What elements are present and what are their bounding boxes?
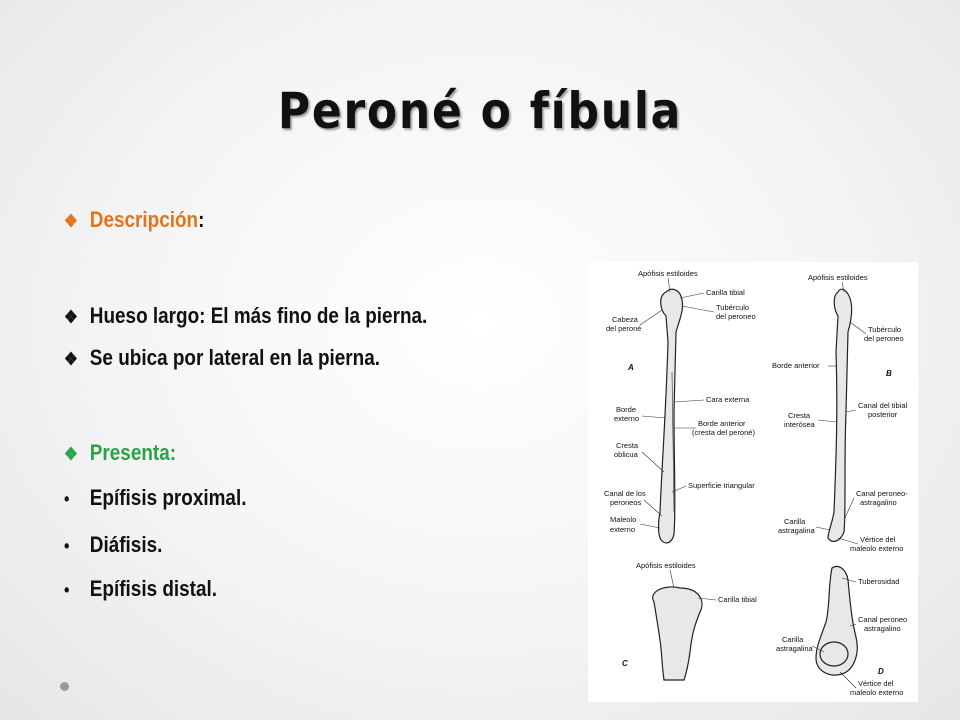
line-presenta: ❖ Presenta: (64, 440, 176, 466)
line-ubicacion: ❖ Se ubica por lateral en la pierna. (64, 345, 380, 371)
figure-label: Carilla (784, 517, 806, 526)
figure-label: Canal peroneo (858, 615, 907, 624)
figure-label: Borde anterior (698, 419, 746, 428)
figure-label: astragalino (864, 624, 901, 633)
figure-label: maleolo externo (850, 544, 903, 553)
figure-label: Canal del tibial (858, 401, 908, 410)
figure-label: Tuberosidad (858, 577, 899, 586)
figure-label: Maleolo (610, 515, 636, 524)
figure-label: Tubérculo (716, 303, 749, 312)
figure-label: Borde (616, 405, 636, 414)
panel-label: C (622, 659, 628, 668)
figure-label: Cara externa (706, 395, 750, 404)
line-text: Descripción (89, 207, 199, 232)
bullet-icon: • (64, 536, 70, 556)
line-hueso-largo: ❖ Hueso largo: El más fino de la pierna. (64, 303, 427, 329)
figure-label: Apófisis estiloides (636, 561, 696, 570)
figure-label: Carilla tibial (706, 288, 745, 297)
figure-label: oblicua (614, 450, 639, 459)
figure-label: Cresta (616, 441, 639, 450)
list-item: • Epífisis proximal. (64, 485, 246, 511)
bullet-icon: • (64, 489, 70, 509)
figure-label: Vértice del (858, 679, 894, 688)
figure-label: del peroneo (864, 334, 904, 343)
figure-label: Canal peroneo- (856, 489, 908, 498)
figure-label: del peroneo (716, 312, 756, 321)
figure-label: externo (614, 414, 639, 423)
figure-label: Tubérculo (868, 325, 901, 334)
line-text: Epífisis distal. (89, 576, 218, 601)
figure-label: Canal de los (604, 489, 646, 498)
slide-title: Peroné o fíbula (277, 82, 683, 140)
fibula-anatomy-figure: A B C D Apófisis estiloides Carilla tibi… (588, 262, 918, 702)
line-suffix: : (198, 207, 205, 232)
figure-label: Carilla (782, 635, 804, 644)
figure-label: astragalina (778, 526, 816, 535)
fibula-head-c (652, 586, 703, 681)
figure-label: del peroné (606, 324, 641, 333)
diamond-bullet-icon: ❖ (64, 211, 78, 231)
diamond-bullet-icon: ❖ (64, 307, 78, 327)
line-text: Hueso largo: El más fino de la pierna. (89, 303, 428, 328)
figure-label: Carilla tibial (718, 595, 757, 604)
figure-label: Superficie triangular (688, 481, 755, 490)
fibula-bone-b (827, 288, 853, 542)
figure-label: Cresta (788, 411, 811, 420)
line-text: Epífisis proximal. (89, 485, 247, 510)
list-item: • Diáfisis. (64, 532, 162, 558)
figure-label: interósea (784, 420, 816, 429)
figure-label: Cabeza (612, 315, 639, 324)
figure-label: posterior (868, 410, 898, 419)
line-text: Presenta: (89, 440, 177, 465)
figure-label: astragalino (860, 498, 897, 507)
figure-label: (cresta del peroné) (692, 428, 755, 437)
diamond-bullet-icon: ❖ (64, 444, 78, 464)
figure-label: externo (610, 525, 635, 534)
bullet-icon: • (64, 580, 70, 600)
line-descripcion: ❖ Descripción: (64, 207, 204, 233)
diamond-bullet-icon: ❖ (64, 349, 78, 369)
figure-label: Apófisis estiloides (808, 273, 868, 282)
figure-label: Borde anterior (772, 361, 820, 370)
figure-label: astragalina (776, 644, 814, 653)
line-text: Se ubica por lateral en la pierna. (89, 345, 381, 370)
panel-label: A (627, 363, 634, 372)
figure-label: Vértice del (860, 535, 896, 544)
figure-label: peroneos (610, 498, 642, 507)
panel-label: D (878, 667, 884, 676)
panel-label: B (886, 369, 892, 378)
line-text: Diáfisis. (89, 532, 163, 557)
list-item: • Epífisis distal. (64, 576, 217, 602)
figure-label: Apófisis estiloides (638, 269, 698, 278)
figure-label: maleolo externo (850, 688, 903, 697)
footer-dot (60, 682, 69, 691)
fibula-bone-a (657, 288, 684, 544)
